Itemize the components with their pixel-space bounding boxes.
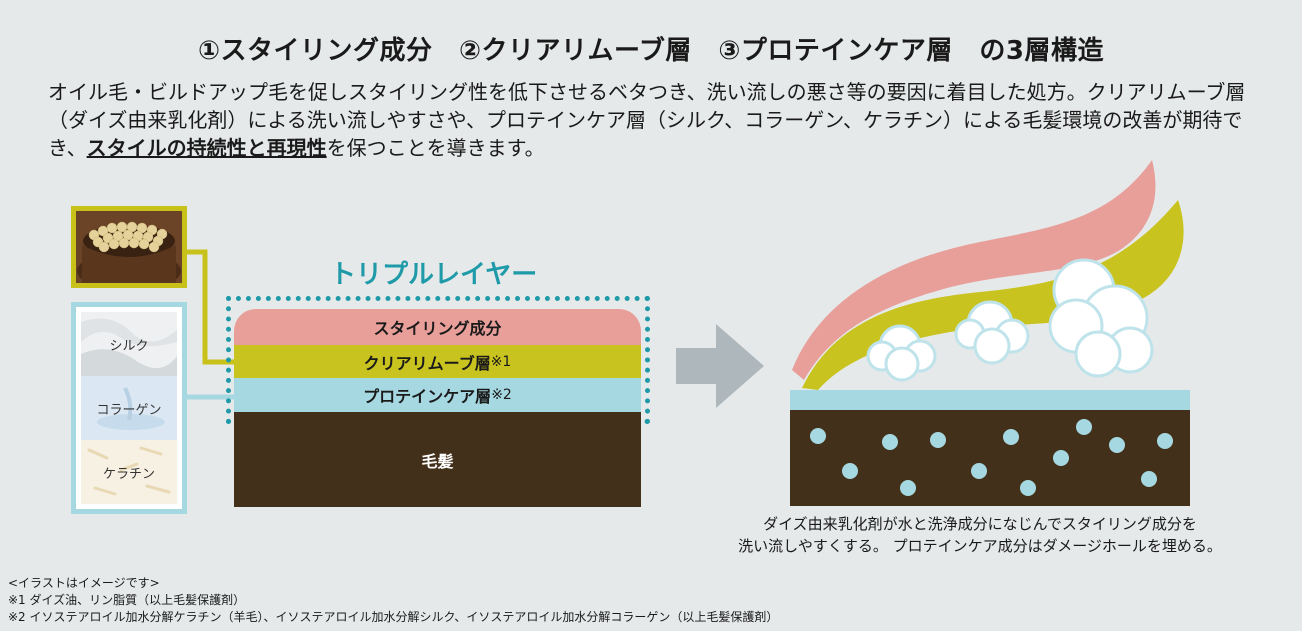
bubble-cluster [866,258,1154,382]
styling-layer: スタイリング成分 [234,309,641,345]
footnotes: <イラストはイメージです> ※1 ダイズ油、リン脂質（以上毛髪保護剤） ※2 イ… [8,575,778,626]
hair-layer: 毛髪 [234,412,641,507]
styling-layer-peel [792,160,1156,380]
caption-line-2: 洗い流しやすくする。 プロテインケア成分はダメージホールを埋める。 [738,537,1222,555]
clear-remove-layer: クリアリムーブ層※1 [234,345,641,378]
hair-band [790,410,1190,506]
protein-layer-band [790,390,1190,410]
footnote-2: ※2 イソステアロイル加水分解ケラチン（羊毛）、イソステアロイル加水分解シルク、… [8,610,779,624]
illustration-caption: ダイズ由来乳化剤が水と洗浄成分になじんでスタイリング成分を 洗い流しやすくする。… [700,513,1260,557]
protein-care-note: ※2 [491,387,512,403]
description: オイル毛・ビルドアップ毛を促しスタイリング性を低下させるベタつき、洗い流しの悪さ… [48,78,1263,162]
description-emphasis: スタイルの持続性と再現性 [86,136,327,160]
footnote-1: ※1 ダイズ油、リン脂質（以上毛髪保護剤） [8,593,246,607]
keratin-label: ケラチン [102,466,155,482]
keratin-image: ケラチン [81,440,177,504]
soy-connector-line [185,249,234,365]
description-text: オイル毛・ビルドアップ毛を促しスタイリング性を低下させるベタつき、洗い流しの悪さ… [48,80,1246,160]
collagen-label: コラーゲン [96,402,162,418]
right-arrow-icon [676,324,764,408]
wash-illustration [790,160,1190,506]
protein-images: シルク コラーゲン ケラチン [71,302,187,514]
protein-care-layer-label: プロテインケア層 [363,387,492,406]
silk-label: シルク [109,338,149,354]
clear-remove-layer-label: クリアリムーブ層 [363,353,491,373]
page-title: ①スタイリング成分 ②クリアリムーブ層 ③プロテインケア層 の3層構造 [197,36,1105,66]
caption-line-1: ダイズ由来乳化剤が水と洗浄成分になじんでスタイリング成分を [763,515,1197,533]
protein-care-layer: プロテインケア層※2 [234,378,641,412]
description-text-end: を保つことを導きます。 [326,136,545,160]
footnote-image-note: <イラストはイメージです> [8,576,160,590]
soybean-image [71,206,187,288]
damage-hole-dots [810,419,1173,496]
hair-layer-label: 毛髪 [421,451,454,471]
triple-layer-title: トリプルレイヤー [330,260,538,290]
collagen-image: コラーゲン [81,376,177,440]
clear-remove-note: ※1 [490,353,512,370]
styling-layer-label: スタイリング成分 [373,319,502,338]
silk-image: シルク [81,312,177,376]
